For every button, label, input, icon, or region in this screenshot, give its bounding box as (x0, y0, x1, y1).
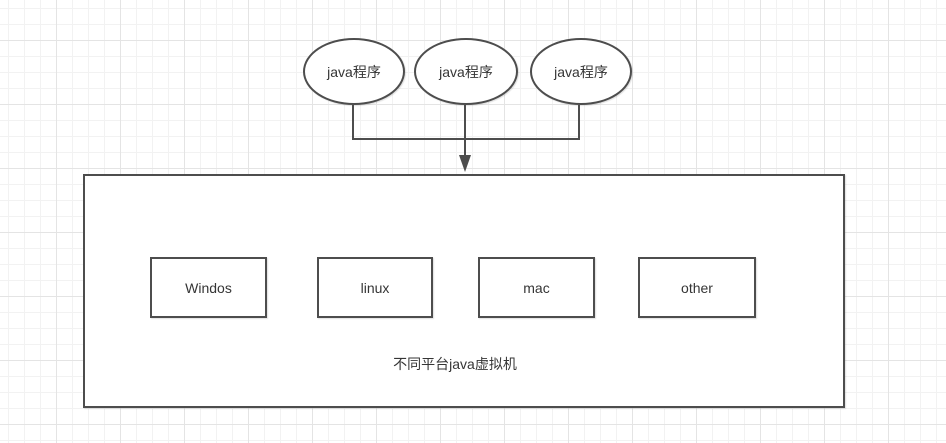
java-program-node-1[interactable]: java程序 (303, 38, 405, 105)
platform-box-linux[interactable]: linux (317, 257, 433, 318)
java-program-node-2[interactable]: java程序 (414, 38, 518, 105)
platform-label: Windos (185, 279, 232, 296)
java-program-label: java程序 (439, 63, 493, 80)
java-program-label: java程序 (554, 63, 608, 80)
platform-box-windos[interactable]: Windos (150, 257, 267, 318)
connector-line-left (352, 105, 354, 140)
connector-line-center (464, 105, 466, 157)
platform-label: mac (523, 279, 550, 296)
platform-box-other[interactable]: other (638, 257, 756, 318)
arrow-down-icon (459, 155, 471, 172)
java-program-node-3[interactable]: java程序 (530, 38, 632, 105)
connector-line-horizontal (352, 138, 580, 140)
container-caption: 不同平台java虚拟机 (393, 356, 517, 372)
jvm-container-rect[interactable]: Windos linux mac other 不同平台java虚拟机 (83, 174, 845, 408)
connector-line-right (578, 105, 580, 140)
platform-label: other (681, 279, 713, 296)
platform-box-mac[interactable]: mac (478, 257, 595, 318)
platform-label: linux (360, 279, 390, 296)
java-program-label: java程序 (327, 63, 381, 80)
